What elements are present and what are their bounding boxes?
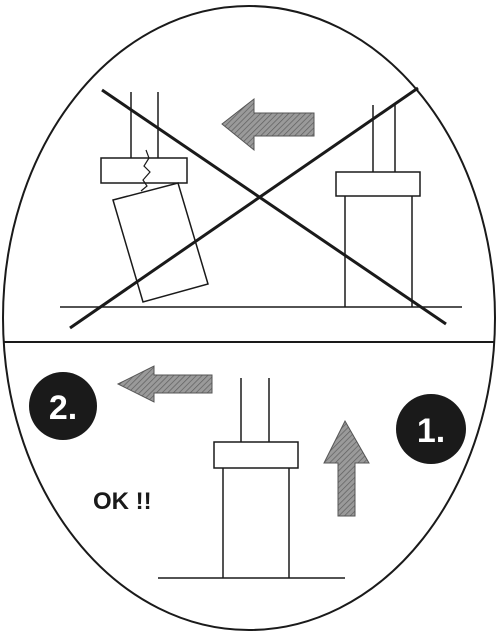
broken-rod-assembly <box>100 92 209 303</box>
up-arrow-icon <box>323 419 370 517</box>
ok-label: OK !! <box>93 488 152 515</box>
step-2-badge: 2. <box>29 372 97 440</box>
left-arrow-icon <box>116 365 213 403</box>
step-2-label: 2. <box>49 389 77 427</box>
left-arrow-icon <box>221 97 315 152</box>
step-1-badge: 1. <box>396 394 466 464</box>
rod-assembly-bottom <box>158 378 345 579</box>
step-1-label: 1. <box>417 412 445 450</box>
cross-out-icon <box>69 86 447 330</box>
intact-rod-assembly-top <box>335 105 421 307</box>
correct-method-panel: 2. 1. OK !! <box>29 365 466 579</box>
fallen-cylinder <box>112 182 209 303</box>
oval-frame <box>2 5 496 631</box>
wrong-method-panel <box>60 86 462 330</box>
crack-icon <box>140 149 151 192</box>
